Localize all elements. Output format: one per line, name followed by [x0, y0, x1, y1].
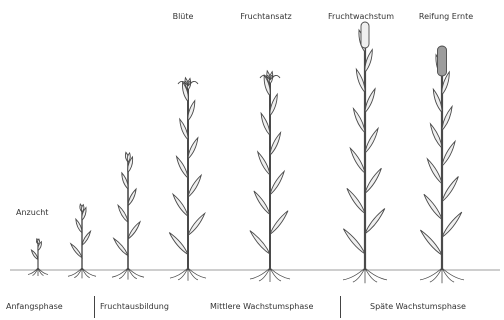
- phase-separator: [340, 296, 341, 318]
- leaf: [430, 124, 442, 148]
- leaf: [424, 194, 442, 219]
- leaf: [250, 231, 270, 255]
- leaf: [365, 89, 375, 113]
- leaf: [442, 212, 462, 237]
- leaf: [433, 89, 442, 112]
- leaf: [177, 156, 189, 178]
- leaf: [442, 106, 452, 130]
- label-fruchtansatz: Fruchtansatz: [240, 12, 291, 21]
- leaf: [169, 233, 188, 255]
- leaf: [114, 238, 128, 255]
- leaf: [270, 171, 284, 194]
- leaf: [258, 152, 270, 175]
- leaf: [353, 109, 365, 133]
- phase-separator: [94, 296, 95, 318]
- label-fruchtwachstum: Fruchtwachstum: [328, 12, 394, 21]
- leaf: [254, 191, 270, 215]
- leaf: [118, 205, 128, 222]
- leaf: [270, 133, 281, 156]
- label-anzucht: Anzucht: [16, 208, 48, 217]
- plant: [420, 46, 464, 283]
- leaf: [261, 113, 270, 135]
- plant: [112, 152, 144, 279]
- plant: [169, 78, 206, 281]
- leaf: [173, 194, 188, 216]
- leaf: [270, 94, 277, 116]
- leaf: [76, 219, 82, 233]
- plant: [343, 22, 387, 283]
- leaf: [31, 250, 38, 260]
- leaf: [442, 141, 455, 166]
- plant: [250, 71, 290, 282]
- leaf: [365, 209, 385, 234]
- leaf: [350, 148, 365, 173]
- leaf: [365, 168, 381, 193]
- label-reifung-ernte: Reifung Ernte: [419, 12, 473, 21]
- label-mittlere-wachstumsphase: Mittlere Wachstumsphase: [210, 302, 313, 311]
- label-bluete: Blüte: [173, 12, 194, 21]
- leaf: [356, 69, 365, 92]
- leaf: [347, 188, 365, 213]
- leaf: [180, 119, 188, 140]
- leaf: [188, 213, 205, 235]
- leaf: [71, 244, 82, 258]
- leaf: [420, 230, 442, 255]
- fruit: [361, 22, 369, 48]
- fruit: [438, 46, 447, 76]
- leaf: [122, 173, 128, 189]
- label-fruchtausbildung: Fruchtausbildung: [100, 302, 169, 311]
- leaf: [343, 229, 365, 254]
- leaf: [128, 222, 140, 239]
- leaf: [188, 138, 198, 159]
- plant: [68, 204, 96, 278]
- plant-group: [28, 22, 464, 283]
- leaf: [365, 128, 378, 153]
- leaf: [427, 159, 442, 184]
- leaf: [128, 189, 136, 206]
- label-spaete-wachstumsphase: Späte Wachstumsphase: [370, 302, 466, 311]
- leaf: [270, 211, 288, 235]
- leaf: [442, 177, 458, 202]
- leaf: [82, 231, 91, 245]
- leaf: [188, 175, 201, 197]
- label-anfangsphase: Anfangsphase: [6, 302, 63, 311]
- leaf: [37, 239, 39, 244]
